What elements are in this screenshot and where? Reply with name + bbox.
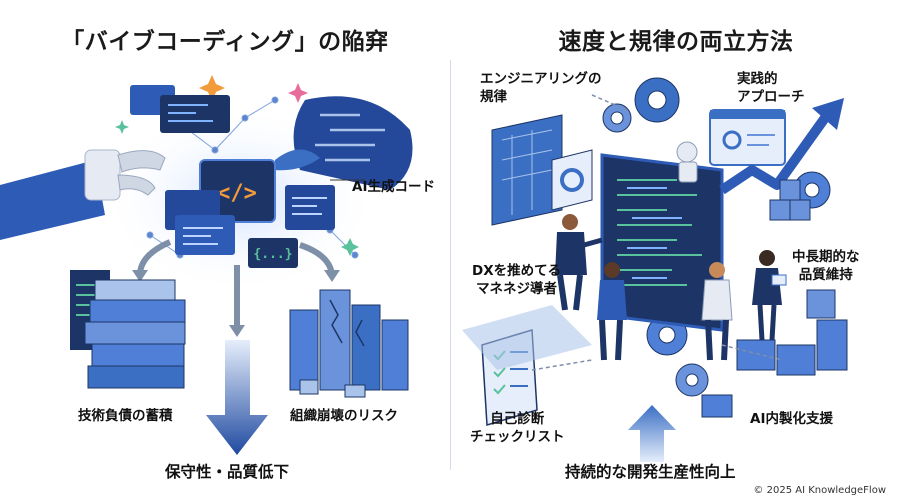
label-ai-generated-code: AI生成コード xyxy=(352,179,435,195)
label-self-check-list: 自己診断 チェックリスト xyxy=(470,411,565,445)
manager-person-female xyxy=(752,250,787,341)
broken-pillars-illustration xyxy=(289,289,409,398)
braces-icon: {...} xyxy=(253,247,292,262)
right-panel-title: 速度と規律の両立方法 xyxy=(558,29,794,55)
code-tag-icon: </> xyxy=(217,181,257,206)
code-window-small xyxy=(130,85,230,133)
approach-window xyxy=(709,109,786,166)
label-longterm-quality: 中長期的な 品質維持 xyxy=(792,249,860,283)
blueprint-board xyxy=(491,114,563,226)
gear-icon xyxy=(793,171,831,209)
code-window-right xyxy=(285,185,335,230)
ai-circuit-brain-illustration xyxy=(275,96,413,190)
sparkle-icon xyxy=(199,75,225,101)
blueprint-floor xyxy=(462,305,592,370)
left-panel-pitfalls: 「バイブコーディング」の陥穽 xyxy=(0,29,435,481)
engineer-person-center xyxy=(597,262,627,361)
pitfalls-illustration: </> {...} xyxy=(0,75,413,455)
label-ai-internal-support: AI内製化支援 xyxy=(750,411,833,427)
label-sustainable-productivity: 持続的な開発生産性向上 xyxy=(565,463,736,481)
sparkle-icon xyxy=(288,83,308,103)
stacked-cubes xyxy=(769,179,811,221)
braces-window: {...} xyxy=(248,238,298,268)
gear-tablet xyxy=(551,149,593,211)
engineer-person-right xyxy=(701,262,733,361)
arrow-head xyxy=(132,270,148,282)
label-engineering-discipline: エンジニアリングの 規律 xyxy=(480,71,602,105)
label-dx-managers: DXを推めてる マネネジ導者 xyxy=(472,263,562,297)
sparkle-icon xyxy=(115,120,129,134)
sustainable-growth-arrow xyxy=(628,405,676,462)
tech-debt-blocks-illustration xyxy=(70,270,186,389)
growth-arrow-head xyxy=(812,98,844,130)
sparkle-icon xyxy=(341,238,359,256)
right-panel-solutions: 速度と規律の両立方法 xyxy=(452,0,900,502)
gear-icon xyxy=(675,363,709,397)
manager-person-left xyxy=(555,214,603,311)
label-collapse-risk: 組織崩壊のリスク xyxy=(290,408,398,424)
quality-decline-arrow xyxy=(206,340,268,455)
copyright-text: © 2025 AI KnowledgeFlow xyxy=(753,485,886,496)
panel-divider xyxy=(450,60,451,470)
code-window-stack-left xyxy=(165,190,235,255)
left-panel-title: 「バイブコーディング」の陥穽 xyxy=(61,29,389,55)
assistant-robot-illustration xyxy=(676,141,698,183)
ai-internal-cubes xyxy=(701,289,848,418)
growth-arrow xyxy=(719,112,832,195)
gear-icon xyxy=(602,103,632,133)
solutions-illustration xyxy=(462,77,848,462)
arrow-head xyxy=(229,325,245,337)
gear-icon xyxy=(634,77,680,123)
dashed-connectors xyxy=(531,94,783,371)
label-practical-approach: 実践的 アプローチ xyxy=(737,71,805,105)
robot-arm-illustration xyxy=(0,149,166,240)
label-quality-decline: 保守性・品質低下 xyxy=(165,463,290,481)
label-tech-debt: 技術負債の蓄積 xyxy=(78,408,173,424)
arrow-head xyxy=(324,270,340,282)
